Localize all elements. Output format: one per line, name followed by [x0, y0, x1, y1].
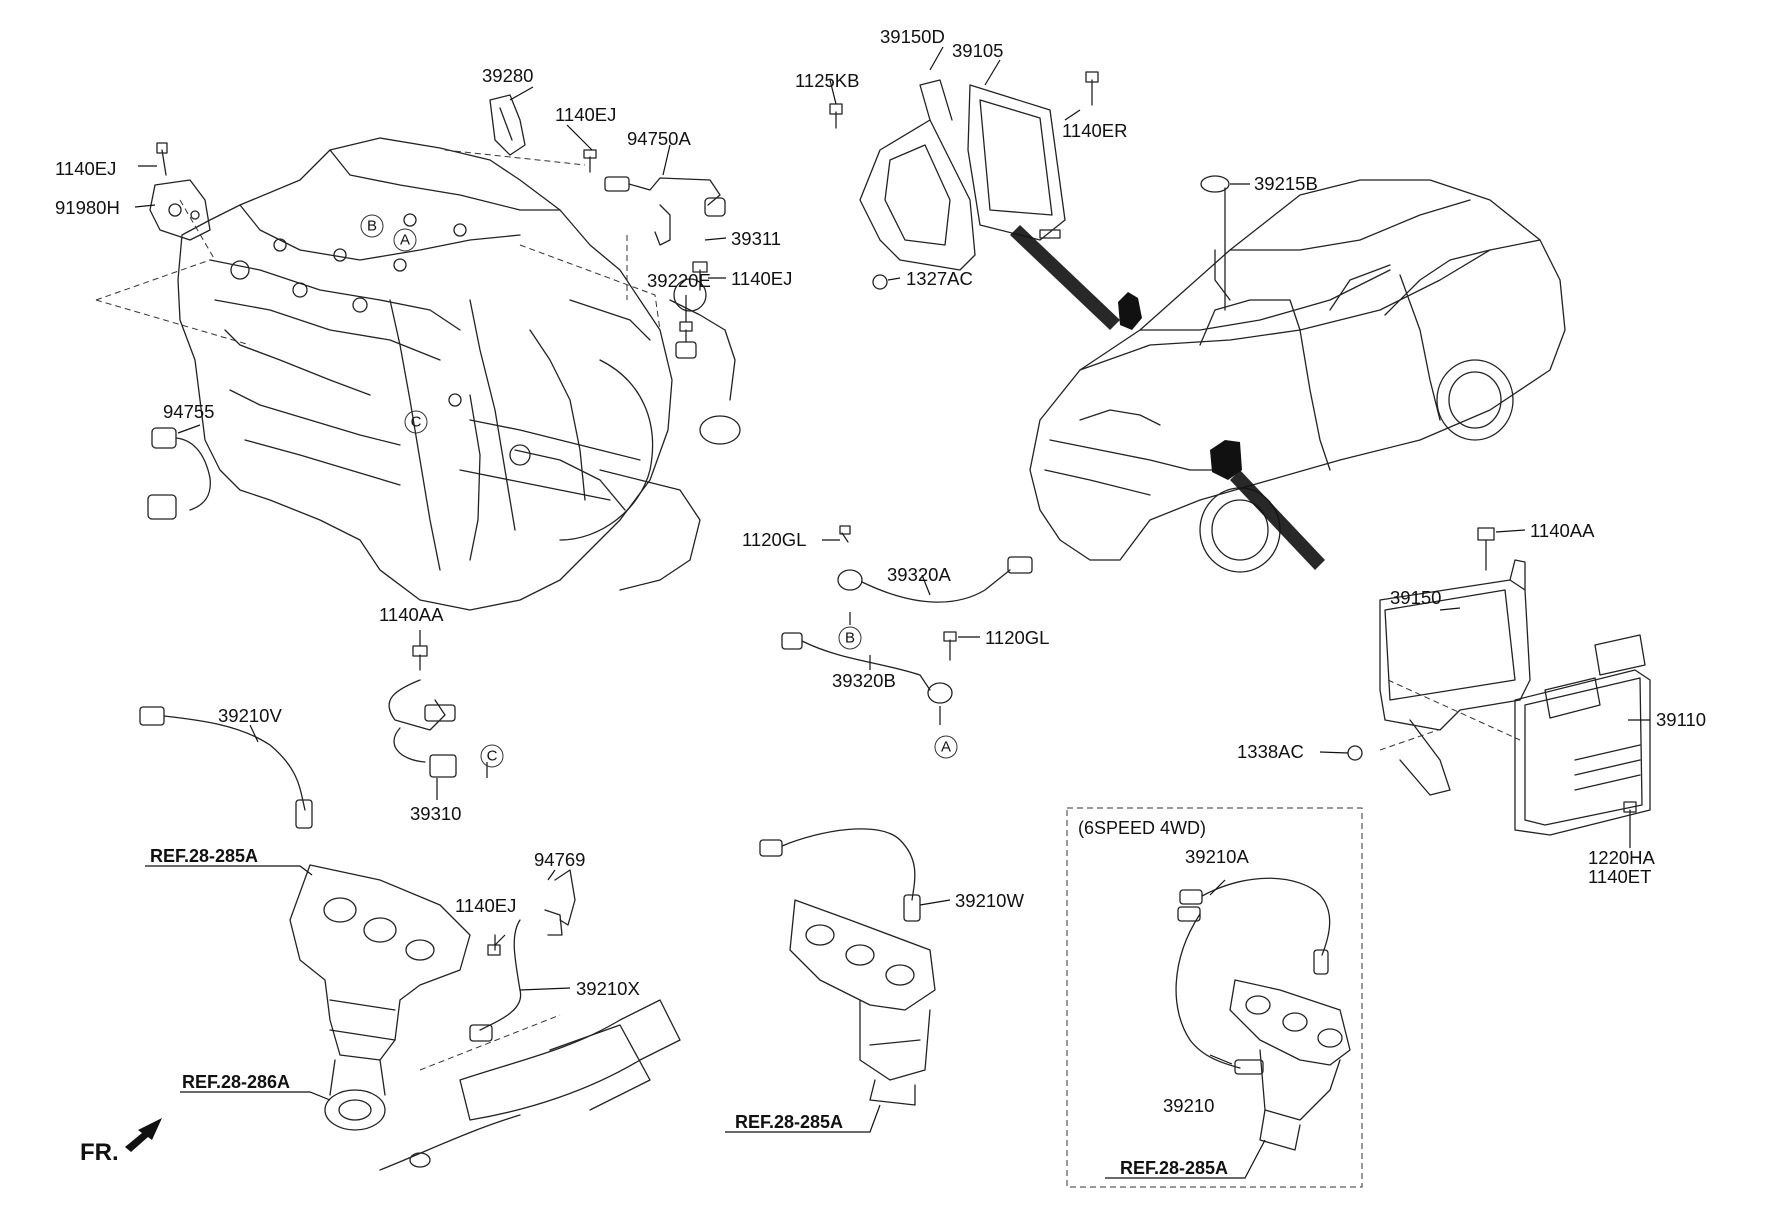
exhaust-manifold-left: [289, 864, 471, 1131]
svg-text:C: C: [487, 748, 498, 765]
part-39105-ecu-cover: [967, 84, 1066, 241]
label-1140ej-lower: 1140EJ: [455, 895, 516, 916]
ref-28-285a-box: REF.28-285A: [1120, 1158, 1228, 1178]
part-39150-bracket: [1379, 559, 1531, 796]
label-39210w: 39210W: [955, 890, 1024, 911]
label-39210a: 39210A: [1185, 846, 1249, 867]
label-39210x: 39210X: [576, 978, 640, 999]
leader-lines: [134, 46, 1650, 1179]
part-1140aa-bolt-right: [1477, 527, 1495, 571]
svg-text:A: A: [941, 739, 951, 756]
part-39150d-bracket: [859, 79, 976, 271]
exhaust-manifold-middle: [789, 899, 936, 1106]
label-1140ej-top: 1140EJ: [555, 104, 616, 125]
label-1140et: 1140ET: [1588, 866, 1651, 887]
label-39320a: 39320A: [887, 564, 951, 585]
label-1140ej-left: 1140EJ: [55, 158, 116, 179]
group-box-title: (6SPEED 4WD): [1078, 818, 1206, 838]
part-39220e-sensor: [675, 321, 697, 359]
label-39215b: 39215B: [1254, 173, 1318, 194]
label-1327ac: 1327AC: [906, 268, 973, 289]
part-39320b-knock-sensor: [781, 631, 957, 704]
label-39311: 39311: [731, 228, 781, 249]
svg-text:C: C: [411, 414, 422, 431]
label-39280: 39280: [482, 65, 533, 86]
label-1120gl-bottom: 1120GL: [985, 627, 1049, 648]
svg-text:B: B: [367, 218, 377, 235]
label-39150d: 39150D: [880, 26, 945, 47]
label-94755: 94755: [163, 401, 214, 422]
front-direction-indicator: FR.: [80, 1118, 162, 1166]
label-1140ej-mid: 1140EJ: [731, 268, 792, 289]
part-91980h-bracket: [149, 142, 211, 241]
label-1120gl-top: 1120GL: [742, 529, 806, 550]
label-94769: 94769: [534, 849, 585, 870]
label-1140aa-right: 1140AA: [1530, 520, 1595, 541]
callout-c-engine: C: [404, 410, 428, 434]
engine-reference-lines: [95, 149, 661, 346]
callout-b-knock: B: [838, 626, 862, 650]
part-1125kb-bolt: [829, 103, 843, 129]
part-94755-sensor: [147, 427, 211, 520]
label-1125kb: 1125KB: [795, 70, 859, 91]
part-39210-o2-sensor: [1175, 913, 1264, 1075]
label-39310: 39310: [410, 803, 461, 824]
callout-c-sensor: C: [480, 744, 504, 768]
part-39210a-o2-sensor: [1177, 877, 1331, 975]
label-39110: 39110: [1656, 709, 1706, 730]
label-39210: 39210: [1163, 1095, 1214, 1116]
part-39310-sensor: [388, 679, 457, 778]
label-39210v: 39210V: [218, 705, 282, 726]
callout-b-engine: B: [360, 214, 384, 238]
part-1140er-bolt: [1085, 71, 1099, 106]
part-1140aa-bolt-left: [412, 645, 428, 671]
engine-illustration: [177, 137, 741, 611]
label-1338ac: 1338AC: [1237, 741, 1304, 762]
part-39210w-o2-sensor: [759, 828, 921, 922]
vehicle-illustration: [1010, 175, 1566, 573]
ref-28-285a-left: REF.28-285A: [150, 846, 258, 866]
front-arrow-icon: [125, 1118, 162, 1152]
part-39320a-knock-sensor: [837, 525, 1033, 603]
svg-text:A: A: [400, 232, 410, 249]
label-94750a: 94750A: [627, 128, 691, 149]
part-1338ac-nut: [1347, 745, 1363, 761]
svg-text:B: B: [845, 630, 855, 647]
exhaust-pipe-left: [379, 999, 681, 1171]
label-39150: 39150: [1390, 587, 1441, 608]
part-39210x-o2-sensor: [469, 919, 522, 1042]
part-94769-bracket: [544, 869, 576, 936]
part-1140ej-bolts-top: [583, 149, 708, 291]
part-1220ha-bolt: [1623, 801, 1637, 831]
callout-a-knock: A: [934, 735, 958, 759]
label-1140er: 1140ER: [1062, 120, 1127, 141]
group-box-6speed-4wd: [1066, 807, 1363, 1188]
label-39220e: 39220E: [647, 270, 711, 291]
label-39105: 39105: [952, 40, 1003, 61]
label-1140aa-left: 1140AA: [379, 604, 444, 625]
label-91980h: 91980H: [55, 197, 120, 218]
part-1327ac-nut: [872, 274, 888, 290]
part-39210v-o2-sensor: [139, 706, 313, 829]
callout-a-engine: A: [393, 228, 417, 252]
label-1220ha: 1220HA: [1588, 847, 1656, 868]
part-94750a-sensor: [604, 176, 726, 246]
ref-28-286a: REF.28-286A: [182, 1072, 290, 1092]
part-39280-bracket: [489, 94, 526, 156]
exhaust-manifold-4wd: [1229, 979, 1351, 1151]
ecu-reference-lines: [1379, 679, 1521, 751]
part-39110-ecu: [1514, 634, 1651, 836]
fr-label: FR.: [80, 1139, 119, 1166]
label-39320b: 39320B: [832, 670, 896, 691]
ref-28-285a-middle: REF.28-285A: [735, 1112, 843, 1132]
